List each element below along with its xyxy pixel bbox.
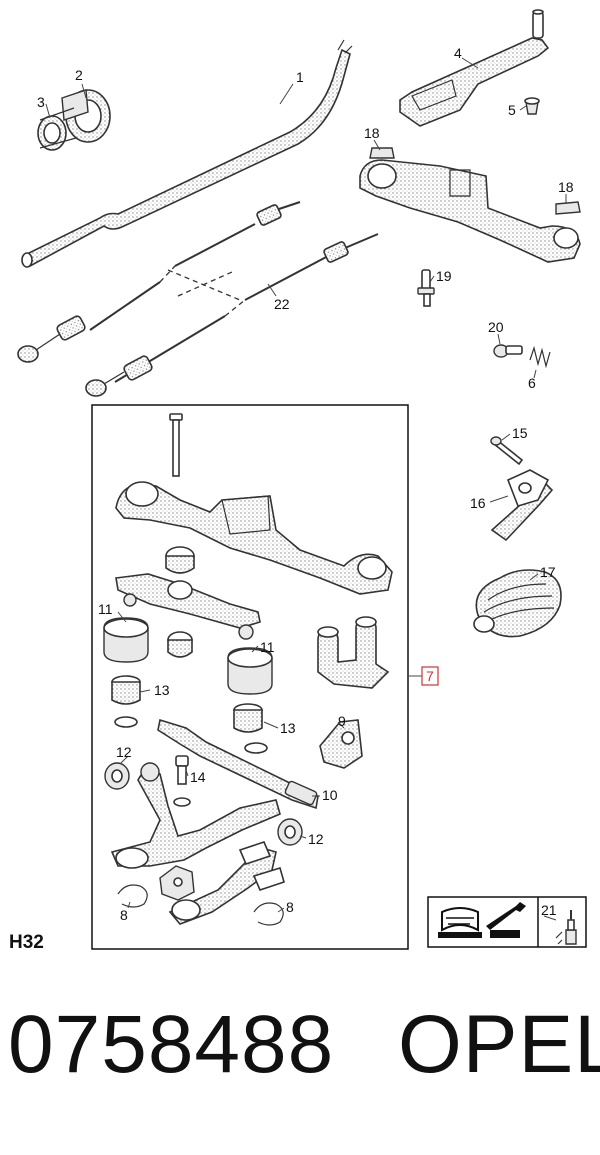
bolt-14 — [173, 755, 191, 807]
spring-6 — [529, 345, 551, 369]
clip-18-right — [555, 201, 581, 215]
callout-13-left: 13 — [154, 682, 170, 698]
gear-mount-bracket-lower — [115, 481, 393, 595]
callout-labels: 1 2 3 4 5 18 18 19 22 20 6 15 16 17 7 11… — [9, 45, 574, 953]
callout-12-left: 12 — [116, 744, 132, 760]
callout-4: 4 — [454, 45, 462, 61]
circlip-8-left — [117, 884, 148, 908]
inset-frame — [91, 404, 439, 950]
footer: 0758488 OPEL — [0, 990, 600, 1130]
bush-12-left — [104, 762, 130, 790]
callout-12-right: 12 — [308, 831, 324, 847]
lever-bracket — [399, 9, 550, 127]
brand-name: OPEL — [398, 999, 600, 1090]
selector-shaft — [168, 841, 285, 925]
rubber-mount-11-right — [227, 647, 273, 695]
bolt-19 — [417, 269, 435, 307]
shift-rod — [21, 39, 353, 268]
callout-3: 3 — [37, 94, 45, 110]
grease-tube-icon — [555, 910, 577, 945]
leader-lines — [45, 57, 567, 921]
screw-5 — [524, 97, 540, 115]
callout-1: 1 — [296, 69, 304, 85]
exploded-parts-diagram: 1 2 3 4 5 18 18 19 22 20 6 15 16 17 7 11… — [9, 9, 587, 953]
book-wrench-icon — [438, 902, 526, 938]
long-bolt — [169, 413, 183, 477]
bushing-top — [165, 546, 195, 574]
callout-13-right: 13 — [280, 720, 296, 736]
manual-icon-box — [427, 896, 587, 948]
callout-20: 20 — [488, 319, 504, 335]
callout-8-left: 8 — [120, 907, 128, 923]
callout-22: 22 — [274, 296, 290, 312]
sleeve-13-right — [233, 703, 268, 754]
shift-cables — [17, 201, 379, 397]
selector-link-rod — [157, 718, 319, 810]
callout-7: 7 — [426, 668, 434, 684]
rubber-mount-11-left — [103, 617, 149, 663]
bush-12-right — [277, 818, 303, 846]
callout-19: 19 — [436, 268, 452, 284]
part-number: 0758488 — [8, 999, 335, 1090]
callout-10: 10 — [322, 787, 338, 803]
bolt-20 — [493, 344, 523, 358]
callout-17: 17 — [540, 564, 556, 580]
gear-selector-lever — [110, 762, 281, 869]
callout-18-upper: 18 — [364, 125, 380, 141]
callout-9: 9 — [338, 713, 346, 729]
selector-bracket — [317, 616, 390, 689]
callout-2: 2 — [75, 67, 83, 83]
clip-18-left — [369, 147, 395, 159]
gear-mount-bracket-upper — [359, 159, 581, 263]
callout-6: 6 — [528, 375, 536, 391]
rubber-boot-17 — [473, 569, 562, 638]
bracket-9 — [319, 719, 363, 769]
callout-5: 5 — [508, 102, 516, 118]
release-bearing — [37, 89, 111, 151]
callout-18-right: 18 — [558, 179, 574, 195]
lever-plate — [115, 573, 261, 640]
block-insert — [159, 865, 195, 901]
callout-8-right: 8 — [286, 899, 294, 915]
callout-11-left: 11 — [98, 601, 113, 617]
lever-end-16 — [490, 469, 554, 542]
callout-15: 15 — [512, 425, 528, 441]
callout-14: 14 — [190, 769, 206, 785]
section-code: H32 — [9, 932, 44, 953]
circlip-8-right — [253, 902, 284, 926]
sleeve-13-left — [111, 675, 141, 728]
pin-15 — [490, 436, 524, 466]
callout-11-right: 11 — [260, 639, 275, 655]
callout-21: 21 — [541, 902, 557, 918]
bushing-mid — [167, 631, 193, 658]
callout-16: 16 — [470, 495, 486, 511]
